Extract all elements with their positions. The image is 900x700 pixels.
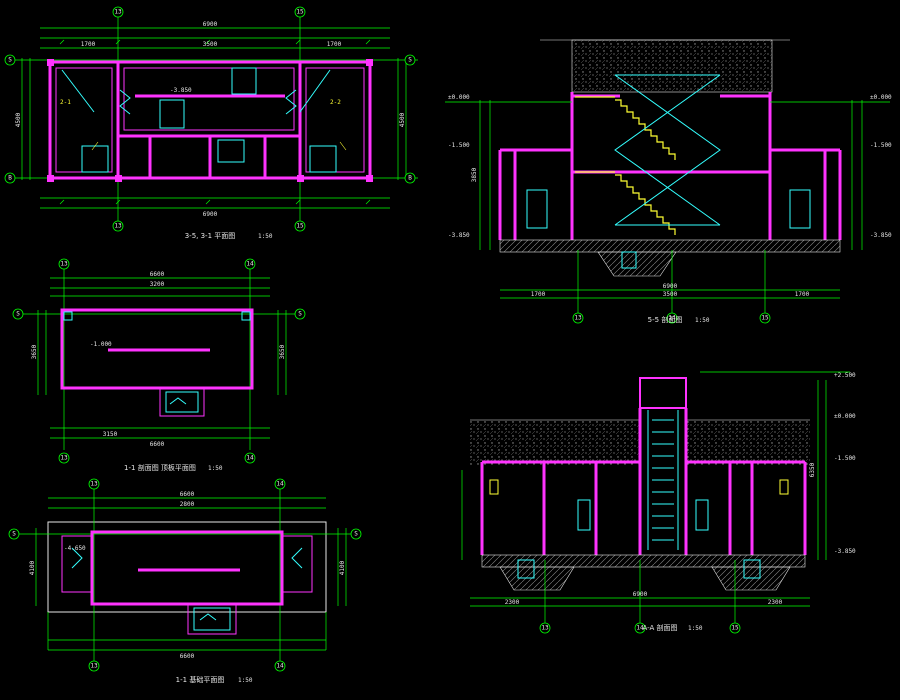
- plan-2-dim-seg-bottom-left: 3150: [103, 431, 118, 438]
- plan-3-axis-top-right: 14: [276, 481, 284, 488]
- plan-3-level-mark: -4.650: [64, 545, 86, 552]
- section-a-a-level-bottom: -3.850: [834, 548, 856, 555]
- section-5-5-seg-right: 1700: [795, 291, 810, 298]
- plan-2-axis-top-left: 13: [60, 261, 68, 268]
- plan-2-scale: 1:50: [208, 465, 223, 472]
- section-a-a-height-total: 6350: [809, 462, 816, 477]
- plan-3-dim-left-total: 4100: [29, 560, 36, 575]
- section-5-5-axis-left: 13: [574, 315, 582, 322]
- plan-1-room-tag-left: 2-1: [60, 99, 71, 106]
- section-5-5-seg-mid: 3500: [663, 291, 678, 298]
- plan-3: 13 14 S S 13 14 6600 2800 6600 4100 4100…: [8, 478, 362, 684]
- plan-1-axis-right-top: S: [408, 57, 412, 64]
- plan-2-dim-bottom-total: 6600: [150, 441, 165, 448]
- section-a-a-seg-right: 2300: [768, 599, 783, 606]
- plan-1-dim-right-total: 4500: [399, 112, 406, 127]
- section-a-a-axis-left: 13: [541, 625, 549, 632]
- plan-1-axis-bottom-left: 13: [114, 223, 122, 230]
- section-5-5-level-right-top: ±0.000: [870, 94, 892, 101]
- plan-2-dim-top-total: 6600: [150, 271, 165, 278]
- section-5-5-level-right-bottom: -3.850: [870, 232, 892, 239]
- plan-2-level-mark: -1.000: [90, 341, 112, 348]
- plan-1-scale: 1:50: [258, 233, 273, 240]
- section-a-a-title: A-A 剖面图: [642, 623, 677, 632]
- plan-1-axis-top-left: 13: [114, 9, 122, 16]
- section-5-5-level-bottom: -3.850: [448, 232, 470, 239]
- plan-2-dim-left-total: 3650: [31, 344, 38, 359]
- section-5-5-level-mid: -1.500: [448, 142, 470, 149]
- plan-1-columns: [47, 59, 373, 182]
- plan-1-axis-bottom-right: 15: [296, 223, 304, 230]
- plan-1-dim-left-total: 4500: [15, 112, 22, 127]
- plan-3-dim-top-total: 6600: [180, 491, 195, 498]
- plan-2-dim-seg-mid: 3200: [150, 281, 165, 288]
- section-5-5: 13 14 15 6900 1700 3500 1700 ±0.000 -1.5…: [445, 39, 892, 324]
- plan-1-dim-seg-mid: 3500: [203, 41, 218, 48]
- plan-1-dim-bottom-total: 6900: [203, 211, 218, 218]
- section-5-5-axis-right: 15: [761, 315, 769, 322]
- section-5-5-scale: 1:50: [695, 317, 710, 324]
- plan-1-walls: [48, 60, 372, 180]
- plan-3-axis-right: S: [354, 531, 358, 538]
- section-a-a-level-mid: -1.500: [834, 455, 856, 462]
- section-a-a: 13 14 15 6900 2300 2300 +2.500 ±0.000 -1…: [461, 371, 856, 634]
- plan-3-axis-bottom-left: 13: [90, 663, 98, 670]
- section-5-5-level-top: ±0.000: [448, 94, 470, 101]
- plan-1-room-tag-right: 2-2: [330, 99, 341, 106]
- plan-3-axis-left: S: [12, 531, 16, 538]
- plan-2-axis-top-right: 14: [246, 261, 254, 268]
- plan-3-dim-right-total: 4100: [339, 560, 346, 575]
- plan-2-axis-bottom-right: 14: [246, 455, 254, 462]
- plan-1-dim-seg-right: 1700: [327, 41, 342, 48]
- section-5-5-title: 5-5 剖面图: [648, 315, 683, 324]
- plan-1-axis-left-top: S: [8, 57, 12, 64]
- plan-2-axis-bottom-left: 13: [60, 455, 68, 462]
- plan-2: 13 14 S S 13 14 6600 3200 6600 3150 3650…: [12, 258, 306, 472]
- plan-1-dim-top-total: 6900: [203, 21, 218, 28]
- section-a-a-scale: 1:50: [688, 625, 703, 632]
- plan-2-dim-right-total: 3650: [279, 344, 286, 359]
- plan-1-axis-right-bottom: B: [408, 175, 412, 182]
- section-5-5-height-total: 3850: [471, 167, 478, 182]
- plan-1-dim-seg-left: 1700: [81, 41, 96, 48]
- plan-3-axis-bottom-right: 14: [276, 663, 284, 670]
- plan-3-scale: 1:50: [238, 677, 253, 684]
- plan-2-axis-left: S: [16, 311, 20, 318]
- plan-1-axis-top-right: 15: [296, 9, 304, 16]
- section-5-5-level-right-mid: -1.500: [870, 142, 892, 149]
- plan-2-axis-right: S: [298, 311, 302, 318]
- section-5-5-dim-total: 6900: [663, 283, 678, 290]
- plan-3-axis-top-left: 13: [90, 481, 98, 488]
- plan-2-title: 1-1 剖面图 顶板平面图: [124, 463, 196, 472]
- section-a-a-axis-right: 15: [731, 625, 739, 632]
- section-a-a-seg-left: 2300: [505, 599, 520, 606]
- section-a-a-axis-mid: 14: [636, 625, 644, 632]
- plan-1-equipment: [61, 67, 337, 173]
- plan-1-title: 3-5, 3-1 平面图: [185, 232, 236, 240]
- plan-3-title: 1-1 基础平面图: [176, 675, 225, 684]
- section-a-a-level-ground: ±0.000: [834, 413, 856, 420]
- plan-1-level-mark: -3.850: [170, 87, 192, 94]
- section-a-a-level-top: +2.500: [834, 372, 856, 379]
- plan-3-dim-bottom-total: 6600: [180, 653, 195, 660]
- section-5-5-seg-left: 1700: [531, 291, 546, 298]
- plan-1: 13 15 S B S B 13 15 6900 6900 1700 3500 …: [4, 6, 418, 240]
- section-5-5-axis-mid: 14: [668, 315, 676, 322]
- plan-3-dim-seg-mid: 2800: [180, 501, 195, 508]
- section-5-5-stairs: [575, 96, 676, 235]
- section-a-a-dim-total: 6900: [633, 591, 648, 598]
- plan-1-axis-left-bottom: B: [8, 175, 12, 182]
